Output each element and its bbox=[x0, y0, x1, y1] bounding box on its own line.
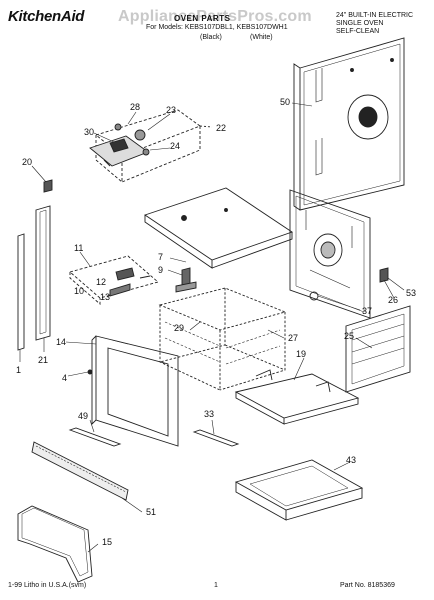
litho-note: 1-99 Litho in U.S.A.(svm) bbox=[8, 582, 87, 589]
brand-logo: KitchenAid bbox=[8, 8, 85, 25]
callout-15: 15 bbox=[102, 537, 113, 547]
part-number: Part No. 8185369 bbox=[340, 582, 395, 589]
description-line: SINGLE OVEN bbox=[336, 20, 384, 27]
part-33-trim bbox=[192, 429, 240, 447]
part-25-side-panel bbox=[345, 305, 411, 393]
callout-13: 13 bbox=[100, 292, 111, 302]
part-27-oven-cavity bbox=[158, 287, 287, 391]
watermark: AppliancePartsPros.com bbox=[118, 8, 312, 25]
callout-25: 25 bbox=[344, 331, 355, 341]
leader-lines bbox=[19, 102, 405, 553]
part-19-bottom-panel bbox=[234, 369, 360, 425]
callout-1: 1 bbox=[16, 365, 22, 375]
part-11-wiring-group bbox=[69, 255, 159, 305]
callout-21: 21 bbox=[38, 355, 49, 365]
callout-43: 43 bbox=[346, 455, 357, 465]
callout-51: 51 bbox=[146, 507, 157, 517]
callout-19: 19 bbox=[296, 349, 307, 359]
callout-50: 50 bbox=[280, 97, 291, 107]
callout-49: 49 bbox=[78, 411, 89, 421]
callout-22: 22 bbox=[216, 123, 227, 133]
part-43-bottom-shield bbox=[234, 459, 364, 521]
callout-30: 30 bbox=[84, 127, 95, 137]
callout-23: 23 bbox=[166, 105, 177, 115]
part-21-side-trim bbox=[35, 205, 51, 341]
product-description: 24" BUILT-IN ELECTRIC SINGLE OVEN SELF-C… bbox=[336, 12, 413, 36]
section-title: OVEN PARTS bbox=[174, 14, 231, 23]
part-49-trim bbox=[68, 427, 122, 447]
part-14-door-frame bbox=[87, 335, 179, 447]
part-22-terminal-assembly bbox=[89, 109, 213, 183]
callout-27: 27 bbox=[288, 333, 299, 343]
callout-26: 26 bbox=[388, 295, 399, 305]
callout-4: 4 bbox=[62, 373, 68, 383]
part-9-sensor bbox=[175, 267, 197, 293]
callout-24: 24 bbox=[170, 141, 181, 151]
callout-28: 28 bbox=[130, 102, 141, 112]
callout-12: 12 bbox=[96, 277, 107, 287]
part-15-door-gasket bbox=[17, 505, 93, 583]
callout-7: 7 bbox=[158, 252, 164, 262]
callout-53: 53 bbox=[406, 288, 417, 298]
description-line: SELF-CLEAN bbox=[336, 28, 380, 35]
callout-20: 20 bbox=[22, 157, 33, 167]
model-list: For Models: KEBS107DBL1, KEBS107DWH1 bbox=[146, 24, 288, 31]
part-51-gasket bbox=[31, 441, 129, 501]
part-20-clip bbox=[43, 179, 53, 193]
part-7-top-panel bbox=[143, 187, 294, 269]
callout-9: 9 bbox=[158, 265, 164, 275]
callout-29: 29 bbox=[174, 323, 185, 333]
part-50-rear-panel bbox=[293, 37, 405, 211]
callout-14: 14 bbox=[56, 337, 67, 347]
description-line: 24" BUILT-IN ELECTRIC bbox=[336, 12, 414, 19]
variant-black: (Black) bbox=[200, 34, 222, 41]
callout-11: 11 bbox=[74, 243, 84, 253]
part-1-side-trim bbox=[17, 233, 25, 351]
page-number: 1 bbox=[214, 582, 218, 589]
callout-33: 33 bbox=[204, 409, 215, 419]
callout-10: 10 bbox=[74, 286, 85, 296]
variant-white: (White) bbox=[250, 34, 273, 41]
callout-37: 37 bbox=[362, 306, 373, 316]
